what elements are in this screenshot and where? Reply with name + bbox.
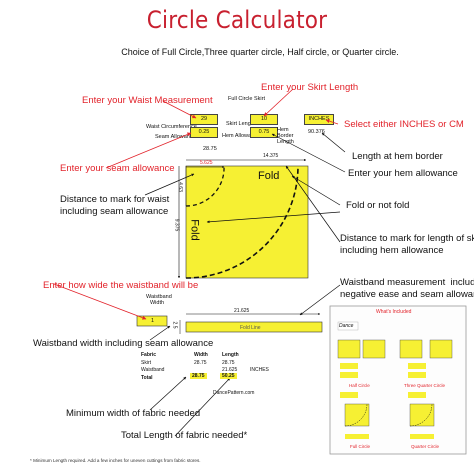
annotation-distance-length: Distance to mark for length of skirt inc… — [340, 233, 474, 256]
calc-header: Full Circle Skirt — [228, 96, 265, 102]
table-total-length: 50.25 — [220, 373, 237, 379]
annotation-waistband-width: Enter how wide the waistband will be — [43, 280, 199, 291]
seam-allow-input[interactable]: 0.25 — [190, 127, 218, 138]
page-subtitle: Choice of Full Circle,Three quarter circ… — [121, 47, 399, 57]
hem-allow-label: Hem Allowance — [222, 133, 260, 139]
waist-arc — [185, 165, 225, 207]
dim-small: 5.625 — [200, 160, 213, 166]
hem-border-label: Hem Border Length — [277, 127, 294, 145]
seam-allow-label: Seam Allowance — [155, 134, 196, 140]
annotation-skirt-length: Enter your Skirt Length — [261, 82, 359, 93]
fabric-square — [185, 165, 309, 279]
annotation-total-length: Total Length of fabric needed* — [121, 430, 248, 441]
waistband-fold-line: Fold Line — [240, 325, 261, 331]
fold-label-vertical: Fold — [188, 219, 201, 241]
table-header-width: Width — [194, 352, 208, 358]
fold-label-horizontal: Fold — [258, 170, 280, 182]
waist-circ-label: Waist Circumference — [146, 124, 197, 130]
footnote: * Minimum Length required. Add a few inc… — [30, 458, 201, 463]
table-row-waistband-label: Waistband — [141, 367, 165, 373]
annotation-waist-measurement: Enter your Waist Measurement — [82, 95, 213, 106]
table-header-length: Length — [222, 352, 239, 358]
annotation-waistband-including: Waistband width including seam allowance — [33, 338, 214, 349]
dim-side: 9.375 — [173, 218, 180, 232]
hem-arc — [185, 165, 299, 279]
annotation-waistband-measurement: Waistband measurement including negative… — [340, 277, 474, 300]
dim-side-small: 4.63 — [176, 182, 183, 192]
waistband-header: Waistband Width — [146, 294, 172, 306]
skirt-length-label: Skirt Length — [226, 121, 256, 127]
table-total-width: 28.75 — [190, 373, 207, 379]
thumbnail-label-three-quarter: Three Quarter Circle — [404, 383, 446, 388]
calc-below-value: 28.75 — [203, 146, 217, 152]
hem-allow-input[interactable]: 0.75 — [250, 127, 278, 138]
waist-circ-input[interactable]: 29 — [190, 114, 218, 125]
thumbnail-label-full: Full Circle — [350, 444, 371, 449]
annotation-seam-allowance: Enter your seam allowance — [60, 163, 175, 174]
table-row-waistband-length: 21.625 — [222, 367, 238, 373]
hem-border-value: 90.376 — [308, 129, 325, 135]
page-title: Circle Calculator — [146, 6, 328, 34]
annotation-min-width: Minimum width of fabric needed — [66, 408, 201, 419]
units-select[interactable]: INCHES — [304, 114, 334, 125]
table-row-skirt-label: Skirt — [141, 360, 151, 366]
waistband-width-input[interactable]: 1 — [151, 318, 155, 324]
thumbnail-logo: Dance — [339, 323, 354, 329]
thumbnail-label-half: Half Circle — [349, 383, 370, 388]
annotation-fold: Fold or not fold — [346, 200, 410, 211]
annotation-hem-border: Length at hem border — [352, 151, 443, 162]
thumbnail-heading: What's Included — [376, 309, 412, 315]
table-units: INCHES — [250, 367, 269, 373]
waistband-strip — [185, 321, 323, 333]
dim-top: 14.375 — [263, 153, 279, 159]
table-row-skirt-width: 28.75 — [194, 360, 207, 366]
waistband-height: 2.5 — [171, 321, 178, 329]
table-total-label: Total — [141, 375, 153, 381]
annotation-distance-waist: Distance to mark for waist including sea… — [60, 194, 170, 217]
thumbnail-label-quarter: Quarter Circle — [411, 444, 440, 449]
annotation-units: Select either INCHES or CM — [344, 119, 464, 130]
table-site: DancePattern.com — [213, 390, 255, 396]
table-row-skirt-length: 28.75 — [222, 360, 235, 366]
annotation-hem-allowance: Enter your hem allowance — [348, 168, 458, 179]
thumbnail-page — [329, 305, 467, 455]
waistband-length: 21.625 — [234, 308, 250, 314]
table-header-fabric: Fabric — [141, 352, 157, 358]
